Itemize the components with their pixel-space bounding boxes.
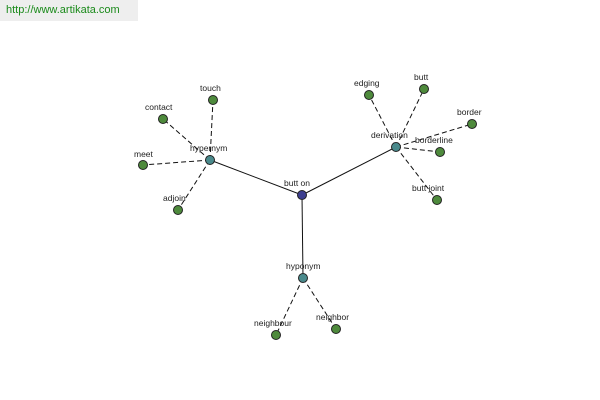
edge-rel-hyponym-leaf-neighbour xyxy=(275,277,304,336)
leaf-contact-label[interactable]: contact xyxy=(145,102,173,112)
rel-hypernym-node[interactable] xyxy=(205,155,215,165)
leaf-contact-node[interactable] xyxy=(158,114,168,124)
leaf-butt-joint-node[interactable] xyxy=(432,195,442,205)
rel-hyponym-label[interactable]: hyponym xyxy=(286,261,321,271)
leaf-butt-label[interactable]: butt xyxy=(414,72,429,82)
rel-derivation-node[interactable] xyxy=(391,142,401,152)
edge-rel-derivation-leaf-butt xyxy=(395,88,425,148)
leaf-butt-joint-label[interactable]: butt joint xyxy=(412,183,445,193)
graph-labels: butt on hypernym derivation hyponym touch con… xyxy=(134,72,482,328)
leaf-touch-node[interactable] xyxy=(208,95,218,105)
leaf-neighbor-label[interactable]: neighbor xyxy=(316,312,349,322)
root-label[interactable]: butt on xyxy=(284,178,310,188)
source-link[interactable]: http://www.artikata.com xyxy=(0,0,138,21)
edge-rel-derivation-leaf-edging xyxy=(368,94,397,148)
leaf-borderline-label[interactable]: borderline xyxy=(415,135,453,145)
edge-root-rel-hyponym xyxy=(301,194,304,279)
rel-hypernym-label[interactable]: hypernym xyxy=(190,143,227,153)
leaf-border-label[interactable]: border xyxy=(457,107,482,117)
edge-rel-hypernym-leaf-touch xyxy=(209,99,214,161)
edge-rel-hypernym-leaf-meet xyxy=(142,159,211,166)
leaf-meet-node[interactable] xyxy=(138,160,148,170)
edge-root-rel-hypernym xyxy=(209,159,303,196)
edge-rel-derivation-leaf-butt-joint xyxy=(395,146,438,201)
leaf-touch-label[interactable]: touch xyxy=(200,83,221,93)
graph-nodes xyxy=(138,84,477,340)
leaf-edging-node[interactable] xyxy=(364,90,374,100)
leaf-butt-node[interactable] xyxy=(419,84,429,94)
edge-rel-hyponym-leaf-neighbor xyxy=(302,277,337,330)
rel-derivation-label[interactable]: derivation xyxy=(371,130,408,140)
edge-rel-hypernym-leaf-adjoin xyxy=(177,159,211,211)
leaf-borderline-node[interactable] xyxy=(435,147,445,157)
edge-rel-derivation-leaf-borderline xyxy=(395,146,441,153)
leaf-neighbor-node[interactable] xyxy=(331,324,341,334)
edge-rel-derivation-leaf-border xyxy=(395,123,473,148)
root-node[interactable] xyxy=(297,190,307,200)
edge-root-rel-derivation xyxy=(301,146,397,196)
leaf-neighbour-label[interactable]: neighbour xyxy=(254,318,292,328)
leaf-adjoin-node[interactable] xyxy=(173,205,183,215)
rel-hyponym-node[interactable] xyxy=(298,273,308,283)
leaf-border-node[interactable] xyxy=(467,119,477,129)
graph-edges xyxy=(142,88,473,336)
leaf-adjoin-label[interactable]: adjoin xyxy=(163,193,186,203)
edge-rel-hypernym-leaf-contact xyxy=(162,118,211,161)
leaf-meet-label[interactable]: meet xyxy=(134,149,154,159)
leaf-neighbour-node[interactable] xyxy=(271,330,281,340)
leaf-edging-label[interactable]: edging xyxy=(354,78,380,88)
